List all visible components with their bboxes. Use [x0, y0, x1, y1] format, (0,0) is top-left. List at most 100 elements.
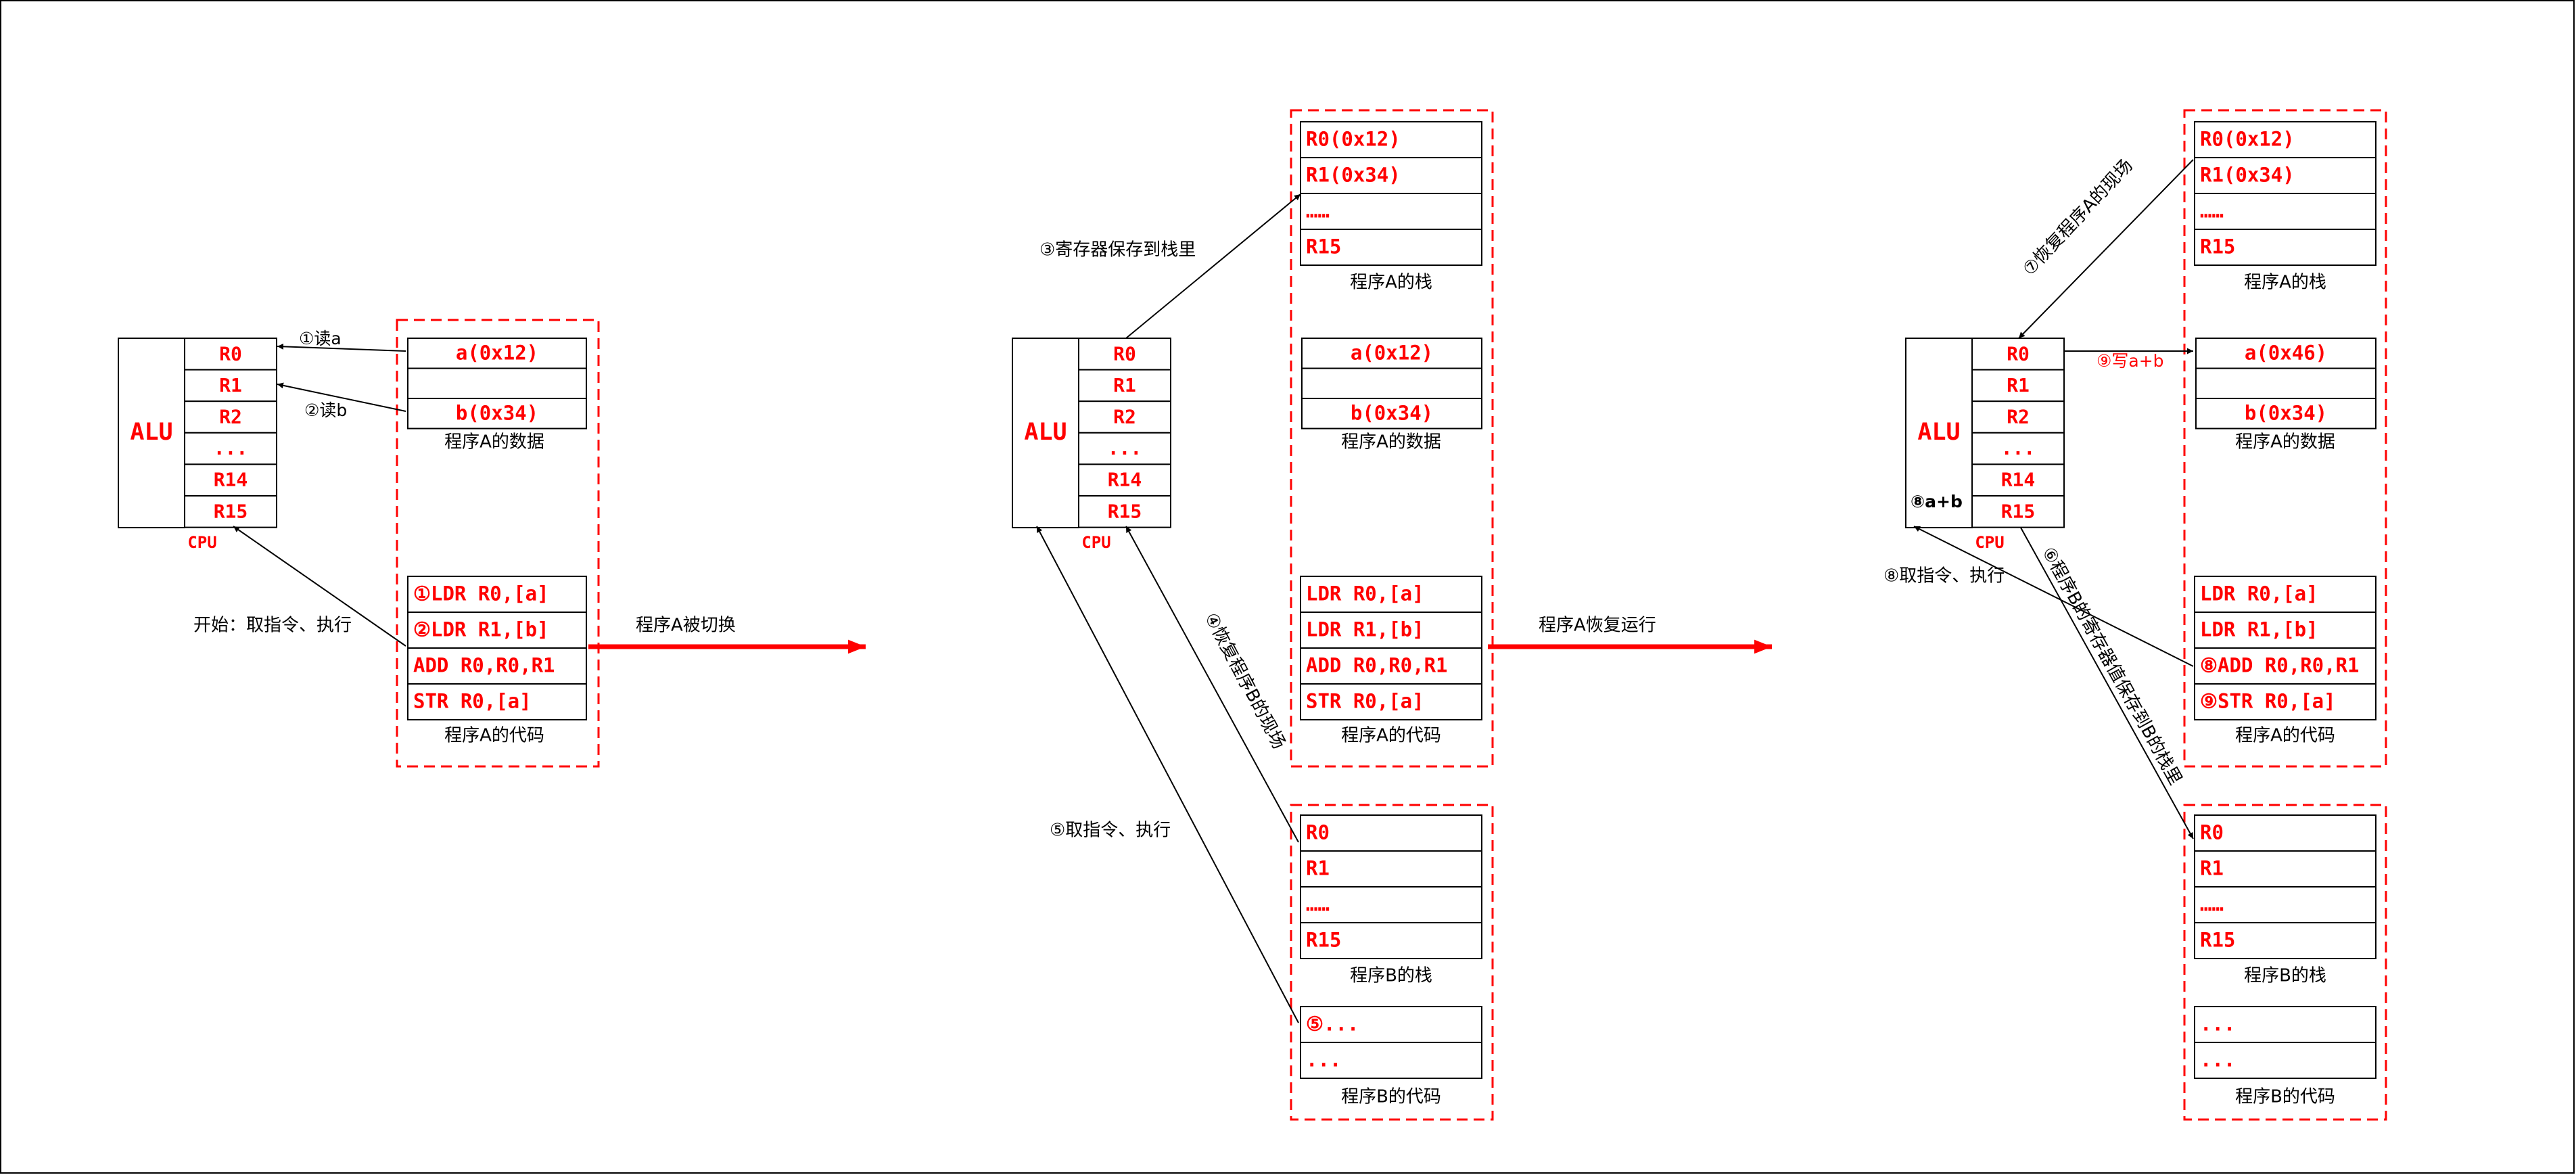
stack-cell [2194, 193, 2376, 230]
data-cell-text: a(0x12) [456, 341, 538, 364]
save-b-arrow [2020, 527, 2194, 839]
register-label: ... [1108, 437, 1142, 459]
register-label: R15 [214, 500, 248, 522]
register-cell [184, 495, 277, 528]
cpu-label: CPU [187, 533, 216, 552]
save-b-label: ⑥程序B的寄存器值保存到B的栈里 [2038, 544, 2186, 789]
register-label: R0 [219, 342, 242, 365]
register-label: R0 [1113, 342, 1136, 365]
code-cell-text: STR R0,[a] [413, 690, 532, 713]
code-caption: 程序A的代码 [444, 726, 544, 746]
stack-cell-text: R15 [2200, 235, 2235, 258]
register-cell [1971, 338, 2065, 371]
code-cell-text: ⑤... [1306, 1013, 1359, 1036]
register-cell [1971, 369, 2065, 402]
panel2-programB-frame [1290, 804, 1494, 1121]
data-caption: 程序A的数据 [444, 432, 544, 453]
data-cell-text: a(0x46) [2245, 341, 2327, 364]
code-cell-text: ⑨STR R0,[a] [2200, 690, 2336, 713]
fetch-label: ⑤取指令、执行 [1050, 821, 1171, 841]
alu-label: ALU [1917, 419, 1960, 446]
register-cell [1971, 400, 2065, 434]
alu-box [118, 338, 185, 528]
alu-sum-label: ⑧a+b [1911, 492, 1963, 511]
register-label: R1 [2007, 374, 2030, 396]
register-cell [1971, 495, 2065, 528]
register-label: R15 [1108, 500, 1142, 522]
code-caption: 程序B的代码 [1341, 1087, 1441, 1107]
stack-cell-text: R15 [2200, 929, 2235, 952]
data-cell-text: a(0x12) [1351, 341, 1433, 364]
code-cell-text: STR R0,[a] [1306, 690, 1424, 713]
stack-cell [2194, 886, 2376, 923]
code-cell [2194, 1042, 2376, 1079]
code-cell-text: LDR R0,[a] [2200, 582, 2318, 605]
read-a-arrow [277, 343, 406, 352]
stack-cell [2194, 814, 2376, 852]
panel3-programA-frame [2183, 109, 2387, 768]
save-arrow [1125, 193, 1301, 339]
stack-cell [2194, 229, 2376, 266]
data-cell [2195, 338, 2376, 369]
read-b-label: ②读b [304, 400, 347, 420]
register-cell [184, 369, 277, 402]
register-cell [1078, 338, 1171, 371]
register-cell [1078, 369, 1171, 402]
stack-cell-text: R0(0x12) [1306, 128, 1401, 151]
stack-cell-text: …… [2200, 893, 2224, 916]
register-cell [1971, 463, 2065, 497]
code-cell-text: ①LDR R0,[a] [413, 582, 549, 605]
stack-caption: 程序A的栈 [2244, 273, 2326, 293]
alu-label: ALU [1024, 419, 1067, 446]
stack-cell [1300, 922, 1482, 959]
data-cell [407, 367, 587, 399]
code-cell [1300, 576, 1482, 613]
data-caption: 程序A的数据 [1341, 432, 1441, 453]
switch-label: 程序A被切换 [636, 616, 736, 636]
stack-cell-text: R1 [2200, 857, 2224, 880]
start-label: 开始：取指令、执行 [193, 616, 352, 636]
code-cell [1300, 647, 1482, 685]
restore-b-arrow [1125, 526, 1299, 843]
code-cell-text: LDR R1,[b] [1306, 618, 1424, 641]
register-label: ... [2001, 437, 2036, 459]
code-cell [2194, 683, 2376, 720]
code-cell-text: ... [2200, 1013, 2235, 1036]
register-label: ... [214, 437, 248, 459]
register-cell [184, 432, 277, 465]
alu-label: ALU [130, 419, 172, 446]
register-label: R2 [1113, 406, 1136, 428]
stack-caption: 程序B的栈 [2244, 966, 2326, 986]
register-label: R2 [2007, 406, 2030, 428]
cpu-label: CPU [1081, 533, 1110, 552]
stack-cell-text: R1(0x34) [1306, 164, 1401, 187]
panel3-programB-frame [2183, 804, 2387, 1121]
read-a-label: ①读a [299, 329, 342, 348]
data-cell [1301, 338, 1482, 369]
fetch-label: ⑧取指令、执行 [1883, 566, 2005, 586]
stack-cell-text: R15 [1306, 235, 1341, 258]
register-label: R15 [2001, 500, 2036, 522]
data-cell [407, 338, 587, 369]
stack-cell-text: R0(0x12) [2200, 128, 2295, 151]
data-cell [2195, 398, 2376, 430]
code-cell [407, 576, 587, 613]
fetch-a-arrow [1913, 526, 2194, 667]
code-cell-text: LDR R1,[b] [2200, 618, 2318, 641]
data-cell-text: b(0x34) [2245, 401, 2327, 424]
stack-cell [2194, 922, 2376, 959]
save-label: ③寄存器保存到栈里 [1039, 240, 1196, 260]
code-cell-text: ADD R0,R0,R1 [413, 654, 555, 677]
stack-cell [2194, 850, 2376, 888]
code-cell-text: ADD R0,R0,R1 [1306, 654, 1448, 677]
data-cell-text: b(0x34) [456, 401, 538, 424]
data-cell [1301, 398, 1482, 430]
data-cell [1301, 367, 1482, 399]
stack-cell-text: …… [2200, 200, 2224, 223]
register-label: R0 [2007, 342, 2030, 365]
data-caption: 程序A的数据 [2235, 432, 2335, 453]
stack-caption: 程序A的栈 [1350, 273, 1432, 293]
code-caption: 程序A的代码 [1341, 726, 1441, 746]
register-cell [184, 400, 277, 434]
